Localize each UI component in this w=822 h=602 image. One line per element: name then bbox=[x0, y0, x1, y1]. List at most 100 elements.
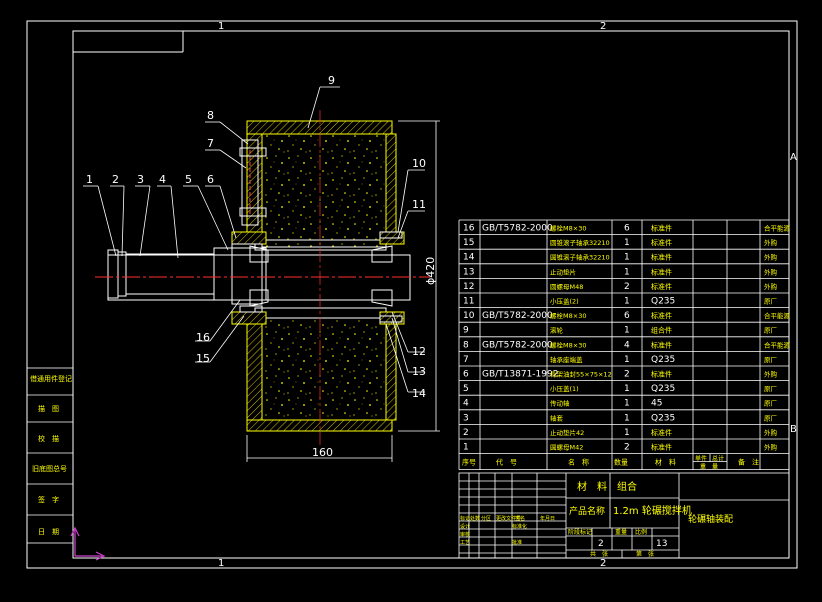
bom-row-no: 12 bbox=[463, 282, 474, 292]
bom-row-note: 外购 bbox=[764, 370, 778, 379]
sheet-label: 第 张 bbox=[636, 550, 654, 558]
balloon-numbers: 1 2 3 4 5 6 7 8 9 10 11 12 13 14 15 16 bbox=[86, 74, 426, 400]
bom-row-mat: Q235 bbox=[651, 355, 675, 365]
std-label: 标准化 bbox=[512, 523, 527, 530]
bom-row-note: 原厂 bbox=[764, 327, 778, 335]
roller-upper-fill bbox=[261, 133, 387, 248]
bom-row-note: 合平能源 bbox=[764, 311, 791, 320]
bom-row-code: GB/T5782-2000 bbox=[482, 340, 553, 350]
dim-width: 160 bbox=[312, 446, 333, 459]
bom-row-no: 13 bbox=[463, 267, 474, 277]
bom-row-mat: 标准件 bbox=[651, 340, 672, 349]
sheet-total-label: 共 张 bbox=[590, 550, 608, 558]
zone-top-1: 1 bbox=[218, 21, 224, 32]
bom-row-mat: 组合件 bbox=[651, 326, 672, 335]
scale-label: 比例 bbox=[635, 528, 647, 536]
bom-row-qty: 1 bbox=[624, 267, 630, 277]
zone-bottom-2: 2 bbox=[600, 558, 606, 569]
bom-row-no: 2 bbox=[463, 428, 469, 438]
product-label: 产品名称 bbox=[569, 505, 605, 517]
dim-diameter: ϕ420 bbox=[424, 257, 437, 285]
bom-row-no: 11 bbox=[463, 297, 474, 307]
balloon-13: 13 bbox=[412, 365, 426, 378]
bom-table bbox=[458, 219, 790, 471]
product-value: 1.2m 轮碾搅拌机 bbox=[613, 504, 692, 517]
balloon-6: 6 bbox=[207, 173, 214, 186]
bom-row-name: 圆螺母M48 bbox=[550, 282, 583, 291]
bom-header-note: 备 注 bbox=[738, 458, 759, 467]
bom-row-qty: 1 bbox=[624, 238, 630, 248]
bom-row-note: 原厂 bbox=[764, 356, 778, 364]
side-r1: 借通用件登记 bbox=[30, 374, 72, 383]
dimensions bbox=[246, 120, 440, 462]
bom-row-no: 8 bbox=[463, 340, 469, 350]
balloon-14: 14 bbox=[412, 387, 426, 400]
bom-row-name: 轴套 bbox=[550, 413, 564, 422]
bom-row-qty: 1 bbox=[624, 384, 630, 394]
bom-row-no: 3 bbox=[463, 413, 469, 423]
ucs-axis-icon bbox=[70, 526, 106, 561]
bom-row-mat: 标准件 bbox=[651, 428, 672, 437]
bom-row-qty: 6 bbox=[624, 311, 630, 321]
bom-row-name: 小压盖(1) bbox=[550, 384, 579, 393]
bom-row-name: 止动垫片 bbox=[550, 267, 576, 276]
bom-row-mat: Q235 bbox=[651, 297, 675, 307]
bom-row-qty: 1 bbox=[624, 297, 630, 307]
bom-row-mat: 标准件 bbox=[651, 267, 672, 276]
balloon-12: 12 bbox=[412, 345, 426, 358]
bom-row-name: 圆锥滚子轴承32210 bbox=[550, 253, 610, 262]
title-block-text: 材 料 组合 产品名称 1.2m 轮碾搅拌机 轮碾轴装配 标记 处数 分区 更改… bbox=[460, 480, 733, 558]
bom-row-no: 6 bbox=[463, 370, 469, 380]
bom-row-code: GB/T13871-1992 bbox=[482, 370, 558, 380]
bom-row-qty: 2 bbox=[624, 370, 630, 380]
sheet-of: 13 bbox=[656, 539, 667, 549]
bom-row-note: 原厂 bbox=[764, 414, 778, 422]
side-table-text: 借通用件登记 描 图 校 描 旧底图总号 签 字 日 期 bbox=[30, 374, 72, 536]
bom-row-no: 4 bbox=[463, 399, 469, 409]
zone-top-2: 2 bbox=[600, 21, 606, 32]
balloon-11: 11 bbox=[412, 198, 426, 211]
bom-row-qty: 2 bbox=[624, 282, 630, 292]
bom-row-note: 外购 bbox=[764, 443, 778, 452]
count-label: 处数 bbox=[470, 515, 480, 522]
balloon-4: 4 bbox=[159, 173, 166, 186]
bom-row-note: 原厂 bbox=[764, 385, 778, 393]
bom-header-code: 代 号 bbox=[496, 458, 517, 467]
bom-row-mat: 标准件 bbox=[651, 443, 672, 452]
bom-row-qty: 1 bbox=[624, 413, 630, 423]
bom-row-no: 16 bbox=[463, 224, 475, 234]
bom-header-name: 名 称 bbox=[568, 458, 589, 467]
bom-row-qty: 1 bbox=[624, 399, 630, 409]
bom-row-name: 轴承座端盖 bbox=[550, 355, 583, 364]
bom-row-qty: 6 bbox=[624, 224, 630, 234]
bom-row-mat: Q235 bbox=[651, 413, 675, 423]
bom-row-qty: 4 bbox=[624, 340, 630, 350]
bom-row-no: 9 bbox=[463, 326, 469, 336]
mark-label: 标记 bbox=[460, 515, 470, 522]
zone-side-a: A bbox=[790, 152, 797, 163]
bom-row-note: 外购 bbox=[764, 253, 778, 262]
bom-header-weight: 重 量 bbox=[700, 463, 718, 471]
balloon-3: 3 bbox=[137, 173, 144, 186]
bom-row-name: 滚轮 bbox=[550, 326, 564, 335]
bom-row-note: 原厂 bbox=[764, 298, 778, 306]
balloon-9: 9 bbox=[328, 74, 335, 87]
bom-row-name: 小压盖(2) bbox=[550, 297, 579, 306]
side-table bbox=[26, 367, 74, 544]
bom-row-name: 骨架油封55×75×12 bbox=[550, 370, 612, 379]
balloon-5: 5 bbox=[185, 173, 192, 186]
bom-row-mat: 标准件 bbox=[651, 282, 672, 291]
bom-row-mat: 标准件 bbox=[651, 311, 672, 320]
bom-row-no: 1 bbox=[463, 443, 469, 453]
design-label: 设计 bbox=[460, 523, 470, 530]
assembly bbox=[95, 110, 430, 445]
bom-row-no: 15 bbox=[463, 238, 474, 248]
bom-header-total: 总计 bbox=[712, 455, 724, 463]
bom-row-qty: 1 bbox=[624, 253, 630, 263]
side-r6: 日 期 bbox=[38, 528, 59, 536]
bom-row-mat: 标准件 bbox=[651, 224, 672, 233]
bom-row-mat: 标准件 bbox=[651, 370, 672, 379]
zone-side-b: B bbox=[790, 424, 797, 435]
balloon-1: 1 bbox=[86, 173, 93, 186]
